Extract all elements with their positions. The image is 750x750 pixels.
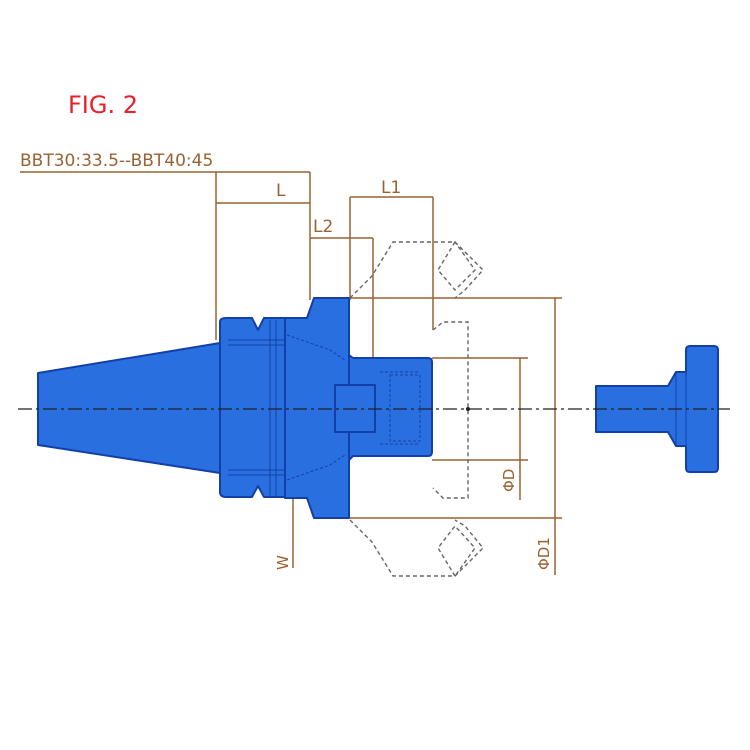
dim-D1-label: ΦD1: [535, 537, 553, 570]
dim-L1-label: L1: [381, 178, 401, 198]
dim-L2-label: L2: [313, 217, 333, 237]
holder-nose: [348, 354, 433, 461]
dim-L-label: L: [276, 181, 286, 201]
cutter-center-mark: [466, 407, 470, 411]
dim-D-label: ΦD: [500, 469, 518, 492]
dim-W-label: W: [274, 555, 292, 570]
spec-label: BBT30:33.5--BBT40:45: [20, 151, 213, 171]
holder-body: [284, 297, 350, 519]
body-detail-lines: [228, 320, 687, 496]
figure-title: FIG. 2: [68, 91, 138, 119]
